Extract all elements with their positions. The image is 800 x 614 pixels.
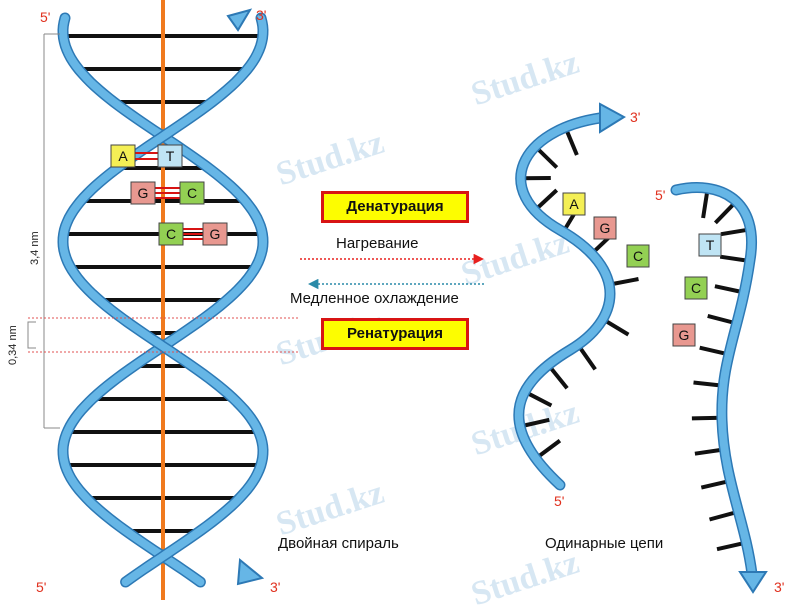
right-strand-bottom-end: 3': [774, 579, 784, 595]
right-strand-base-G: G: [673, 324, 695, 346]
right-strand-top-end: 5': [655, 187, 665, 203]
single-strand-left-fill: [519, 118, 610, 485]
single-strand-left: [519, 104, 639, 485]
svg-text:T: T: [706, 237, 715, 253]
left-strand-base-C: C: [627, 245, 649, 267]
left-strand-bottom-end: 5': [554, 493, 564, 509]
double-helix-caption: Двойная спираль: [278, 535, 399, 552]
strand-arrowhead-top: [228, 10, 250, 30]
slow-cooling-label: Медленное охлаждение: [290, 290, 459, 307]
base-letter: C: [166, 226, 176, 242]
svg-text:A: A: [569, 196, 579, 212]
helix-top-left-end: 5': [40, 9, 50, 25]
base-letter: C: [187, 185, 197, 201]
strand-arrowhead-bottom: [238, 560, 262, 584]
helix-top-right-end: 3': [256, 7, 266, 23]
svg-text:C: C: [691, 280, 701, 296]
strand-arrowhead-down: [740, 572, 766, 592]
svg-text:C: C: [633, 248, 643, 264]
base-letter: T: [166, 148, 175, 164]
right-strand-base-T: T: [699, 234, 721, 256]
single-strand-left-backbone: [519, 118, 610, 485]
denaturation-label: Денатурация: [321, 191, 469, 223]
renaturation-label: Ренатурация: [321, 318, 469, 350]
strand-arrowhead-right: [600, 104, 624, 132]
svg-text:G: G: [600, 220, 611, 236]
heating-label: Нагревание: [336, 235, 418, 252]
rise-label: 0,34 nm: [7, 325, 19, 365]
helix-bottom-right-end: 3': [270, 579, 280, 595]
single-strands-caption: Одинарные цепи: [545, 535, 663, 552]
strand-left-bases: [520, 127, 638, 458]
svg-text:G: G: [679, 327, 690, 343]
right-strand-base-C: C: [685, 277, 707, 299]
base-letter: G: [138, 185, 149, 201]
left-strand-base-G: G: [594, 217, 616, 239]
left-strand-base-A: A: [563, 193, 585, 215]
base-letter: G: [210, 226, 221, 242]
pitch-measure: 3,4 nm: [29, 34, 60, 428]
pitch-label: 3,4 nm: [29, 231, 41, 265]
left-strand-top-end: 3': [630, 109, 640, 125]
base-letter: A: [118, 148, 128, 164]
helix-bottom-left-end: 5': [36, 579, 46, 595]
